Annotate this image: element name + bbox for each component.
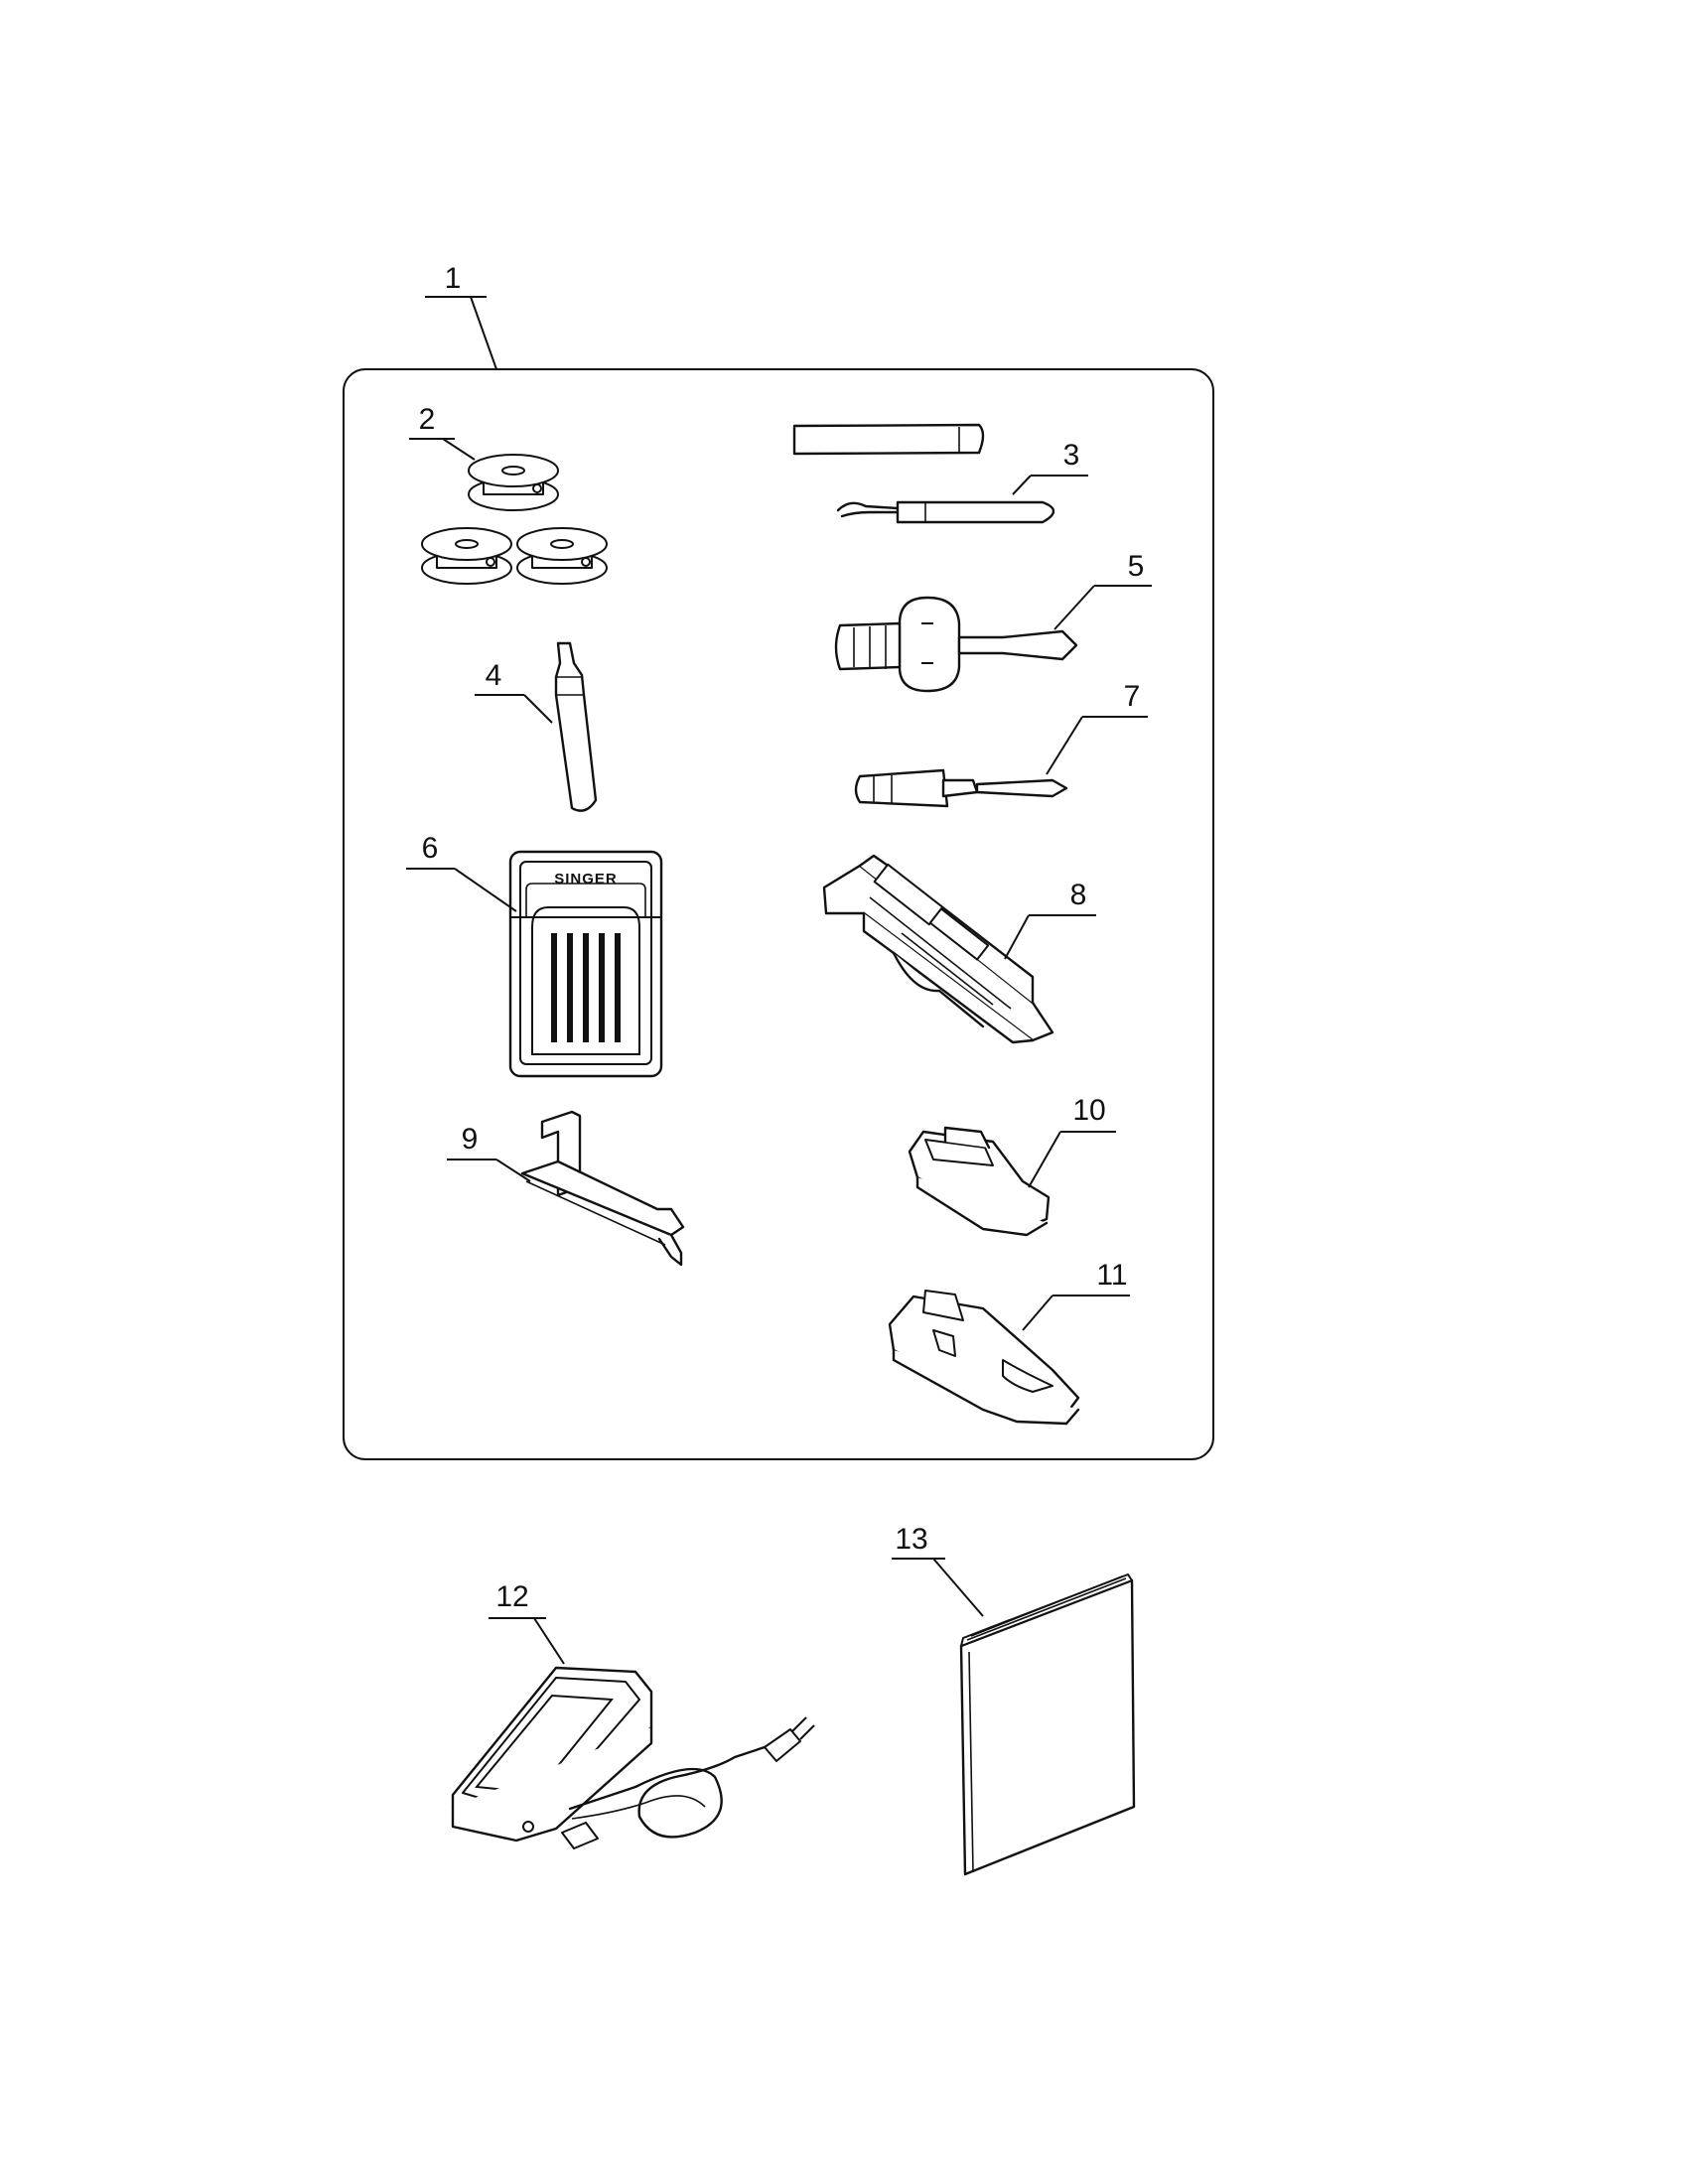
part-10-presser-foot: 10 (908, 1094, 1116, 1237)
part-1-accessory-kit: 1 (343, 262, 1214, 1460)
book-icon (959, 1573, 1136, 1876)
callout-6: 6 (422, 832, 439, 865)
part-12-foot-control: 12 (451, 1580, 815, 1849)
callout-10: 10 (1072, 1094, 1105, 1127)
callout-2: 2 (419, 403, 436, 436)
brand-label: SINGER (554, 871, 618, 887)
seam-ripper-icon (836, 500, 1055, 524)
part-4-spool-pin: 4 (475, 641, 598, 812)
bobbin-icon (516, 527, 608, 585)
part-11-hemmer-foot: 11 (888, 1259, 1130, 1426)
callout-8: 8 (1070, 879, 1087, 911)
callout-4: 4 (486, 659, 502, 692)
bobbin-icon (421, 527, 512, 585)
buttonhole-foot-icon (822, 854, 1054, 1044)
callout-7: 7 (1124, 680, 1141, 713)
screwdriver-icon (834, 596, 1078, 693)
bobbin-icon (468, 454, 559, 511)
hemmer-foot-icon (888, 1290, 1080, 1426)
callout-5: 5 (1128, 550, 1145, 583)
part-6-needle-pack: SINGER 6 (406, 832, 663, 1078)
spool-pin-icon (554, 641, 598, 812)
callout-13: 13 (895, 1523, 927, 1556)
callout-12: 12 (495, 1580, 528, 1613)
callout-3: 3 (1063, 439, 1080, 472)
part-3-seam-ripper: 3 (792, 423, 1088, 524)
needle-icon (551, 933, 621, 1042)
foot-control-icon (451, 1666, 815, 1849)
screwdriver-icon (854, 768, 1068, 808)
part-8-buttonhole-foot: 8 (822, 854, 1096, 1044)
callout-11: 11 (1096, 1259, 1127, 1292)
part-5-screwdriver-large: 5 (834, 550, 1152, 693)
part-13-instruction-book: 13 (892, 1523, 1136, 1876)
edge-guide-icon (520, 1110, 685, 1267)
callout-1: 1 (445, 262, 462, 295)
callout-9: 9 (462, 1123, 479, 1156)
part-2-bobbins: 2 (409, 403, 608, 585)
presser-foot-icon (908, 1126, 1051, 1237)
part-7-screwdriver-small: 7 (854, 680, 1148, 808)
part-9-edge-guide: 9 (447, 1110, 685, 1267)
